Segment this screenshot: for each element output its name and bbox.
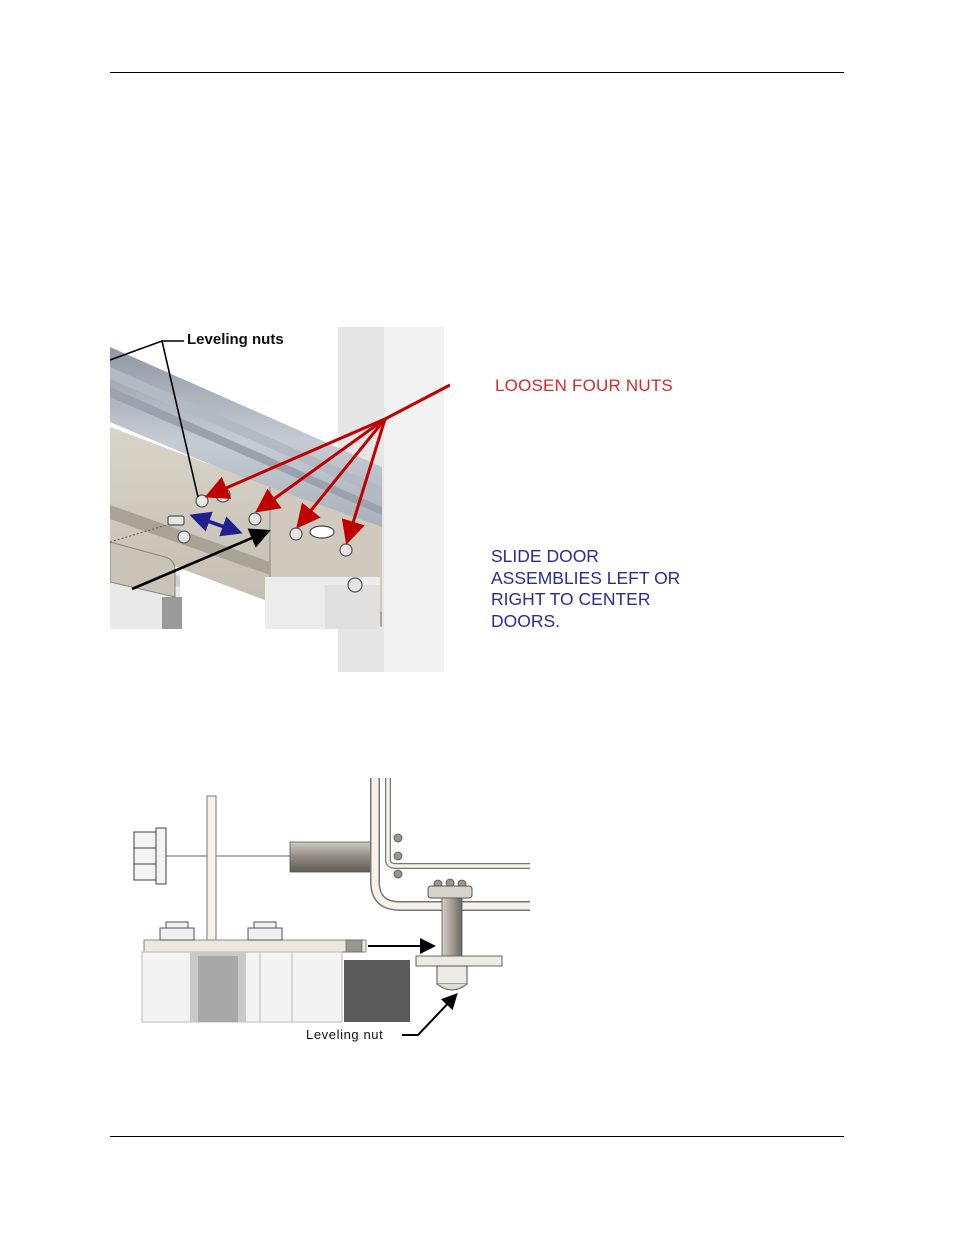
footer-rule xyxy=(110,1136,844,1137)
leveling-nut-diagram: Leveling nut xyxy=(120,770,540,1060)
header-rule xyxy=(110,72,844,73)
slide-door-callout: SLIDE DOOR ASSEMBLIES LEFT OR RIGHT TO C… xyxy=(491,546,721,632)
slide-callout-line: SLIDE DOOR xyxy=(491,546,721,568)
slide-callout-line: ASSEMBLIES LEFT OR xyxy=(491,568,721,590)
leveling-nuts-label: Leveling nuts xyxy=(187,331,284,348)
leveling-nut-label: Leveling nut xyxy=(306,1027,383,1042)
slide-callout-line: DOORS. xyxy=(491,611,721,633)
door-track-figure: Leveling nuts xyxy=(110,327,450,672)
slide-callout-line: RIGHT TO CENTER xyxy=(491,589,721,611)
loosen-four-nuts-callout: LOOSEN FOUR NUTS xyxy=(495,376,673,396)
